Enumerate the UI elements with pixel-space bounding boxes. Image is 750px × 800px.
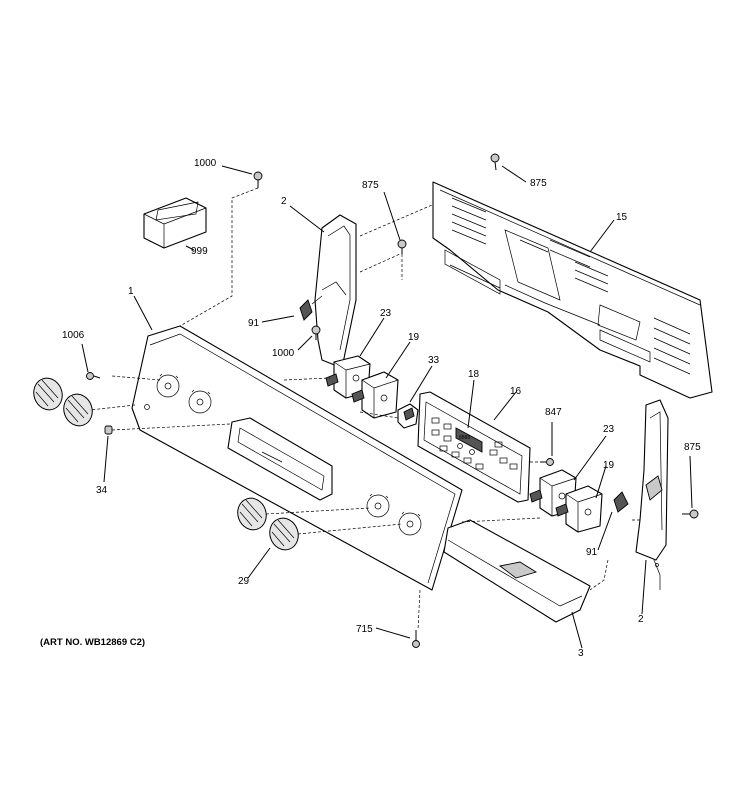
callout-1: 1	[128, 286, 134, 297]
screw-847	[540, 458, 554, 466]
art-number: (ART NO. WB12869 C2)	[40, 637, 145, 648]
callout-999: 999	[191, 246, 208, 257]
right-end-cap	[613, 399, 669, 590]
callout-34: 34	[96, 485, 108, 496]
svg-text:8888: 8888	[459, 435, 470, 441]
callout-1000-top: 1000	[194, 158, 217, 169]
callout-19-right: 19	[603, 460, 615, 471]
callout-16: 16	[510, 386, 522, 397]
clip-34	[104, 425, 113, 435]
screw-875-mid	[397, 239, 407, 254]
light-switch-33	[397, 403, 419, 429]
callout-875-right: 875	[684, 442, 701, 453]
callout-2-left: 2	[281, 196, 287, 207]
screws	[86, 153, 699, 648]
callout-23-right: 23	[603, 424, 615, 435]
bottom-trim	[443, 519, 591, 623]
knobs-right	[237, 497, 299, 551]
control-board-display: 8888	[455, 427, 483, 453]
callout-875-top: 875	[530, 178, 547, 189]
callout-847: 847	[545, 407, 562, 418]
control-panel	[131, 325, 463, 591]
switch-23-left	[325, 355, 371, 399]
switch-19-left	[351, 371, 399, 419]
left-end-cap	[299, 214, 357, 369]
callout-1006: 1006	[62, 330, 85, 341]
panel-dials-right	[366, 493, 422, 536]
callout-715: 715	[356, 624, 373, 635]
screw-715	[412, 630, 420, 648]
control-board: 8888	[417, 391, 531, 503]
switch-19-right	[555, 485, 603, 533]
callout-91-right: 91	[586, 547, 598, 558]
screw-1000-mid	[311, 325, 321, 340]
callout-1000-mid: 1000	[272, 348, 295, 359]
callout-19-left: 19	[408, 332, 420, 343]
screw-875-top	[490, 153, 500, 171]
callout-15: 15	[616, 212, 628, 223]
callout-18: 18	[468, 369, 480, 380]
leader-lines	[81, 165, 693, 649]
callout-labels: 1000 999 2 875 875 15 1 91 1000 23 19 33…	[62, 158, 701, 659]
callout-875-mid: 875	[362, 180, 379, 191]
callout-23-left: 23	[380, 308, 392, 319]
callout-29: 29	[238, 576, 250, 587]
callout-91-left: 91	[248, 318, 260, 329]
knobs-left	[33, 377, 93, 427]
screw-875-right	[682, 509, 699, 519]
callout-33: 33	[428, 355, 440, 366]
assembly-lines	[89, 187, 640, 631]
callout-3: 3	[578, 648, 584, 659]
callout-2-right: 2	[638, 614, 644, 625]
box-999	[143, 197, 207, 249]
screw-1000-top	[253, 171, 263, 188]
screw-1006	[86, 372, 101, 380]
back-panel	[432, 181, 713, 399]
panel-dials-left	[144, 373, 212, 414]
